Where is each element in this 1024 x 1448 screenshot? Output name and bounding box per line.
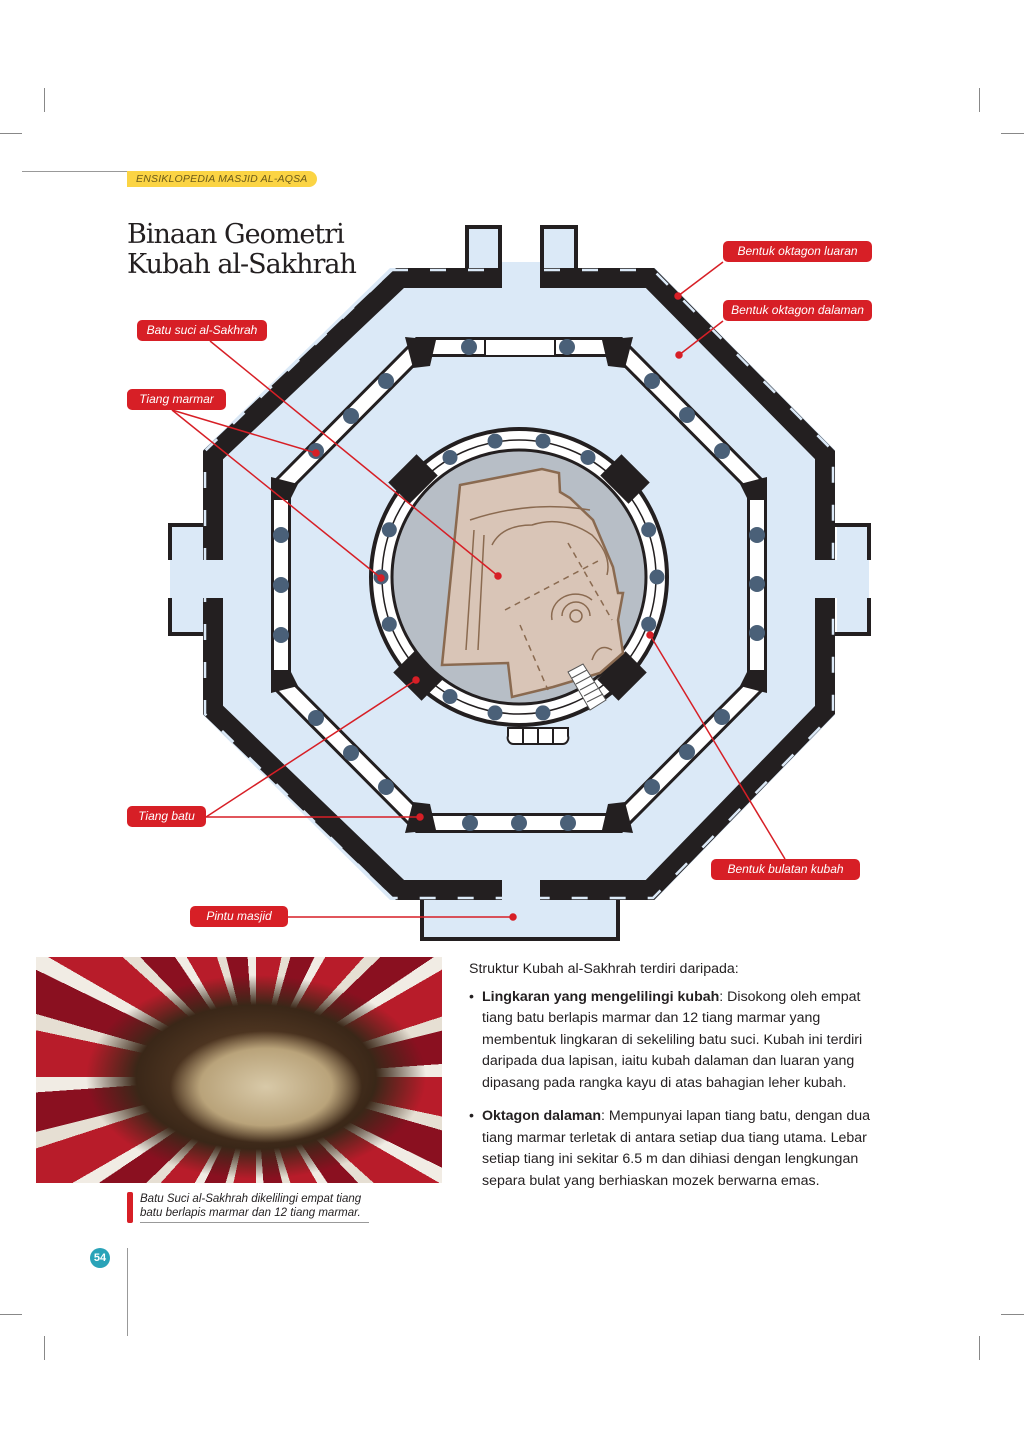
column-mark bbox=[679, 407, 695, 423]
column-mark bbox=[714, 443, 730, 459]
column-mark bbox=[381, 616, 397, 632]
column-mark bbox=[487, 705, 503, 721]
label-sacred-rock: Batu suci al-Sakhrah bbox=[137, 320, 267, 341]
column-mark bbox=[535, 705, 551, 721]
cave-stair bbox=[567, 663, 607, 711]
column-mark bbox=[511, 815, 527, 831]
stone-piers bbox=[271, 337, 767, 833]
title-line-2: Kubah al-Sakhrah bbox=[127, 249, 357, 280]
column-mark bbox=[580, 449, 596, 465]
column-mark bbox=[442, 449, 458, 465]
marble-columns bbox=[273, 339, 765, 831]
column-mark bbox=[273, 627, 289, 643]
label-stone-pier: Tiang batu bbox=[127, 806, 206, 827]
column-mark bbox=[679, 744, 695, 760]
column-mark bbox=[442, 689, 458, 705]
intro-text: Struktur Kubah al-Sakhrah terdiri daripa… bbox=[469, 961, 739, 977]
item-text: : Disokong oleh empat tiang batu berlapi… bbox=[482, 988, 863, 1091]
crop-mark bbox=[0, 1314, 22, 1315]
bullet-list: Lingkaran yang mengelilingi kubah: Disok… bbox=[469, 987, 879, 1193]
porches bbox=[168, 225, 871, 941]
interior-photo bbox=[36, 957, 442, 1183]
sacred-rock bbox=[440, 467, 625, 699]
page-title: Binaan Geometri Kubah al-Sakhrah bbox=[127, 219, 357, 280]
crop-mark bbox=[44, 1336, 45, 1360]
label-door: Pintu masjid bbox=[190, 906, 288, 927]
column-mark bbox=[749, 576, 765, 592]
column-mark bbox=[378, 373, 394, 389]
column-mark bbox=[641, 522, 657, 538]
column-mark bbox=[644, 779, 660, 795]
title-line-1: Binaan Geometri bbox=[127, 219, 345, 250]
column-mark bbox=[378, 779, 394, 795]
label-inner-octagon: Bentuk oktagon dalaman bbox=[723, 300, 872, 321]
column-mark bbox=[749, 625, 765, 641]
column-mark bbox=[381, 522, 397, 538]
column-mark bbox=[343, 745, 359, 761]
column-mark bbox=[644, 373, 660, 389]
column-mark bbox=[535, 433, 551, 449]
leader-lines bbox=[171, 261, 786, 921]
crop-mark bbox=[44, 88, 45, 112]
page-number: 54 bbox=[90, 1248, 110, 1268]
outer-octagon-wall bbox=[203, 268, 835, 900]
item-text: : Mempunyai lapan tiang batu, dengan dua… bbox=[482, 1108, 871, 1189]
column-mark bbox=[749, 527, 765, 543]
photo-caption: Batu Suci al-Sakhrah dikelilingi empat t… bbox=[140, 1192, 369, 1223]
column-mark bbox=[560, 815, 576, 831]
item-term: Lingkaran yang mengelilingi kubah bbox=[482, 988, 720, 1005]
column-mark bbox=[559, 339, 575, 355]
column-mark bbox=[487, 433, 503, 449]
column-mark bbox=[273, 577, 289, 593]
rock-contours bbox=[465, 505, 613, 691]
crop-mark bbox=[1001, 133, 1024, 134]
column-mark bbox=[308, 710, 324, 726]
series-tag: ENSIKLOPEDIA MASJID AL-AQSA bbox=[127, 171, 317, 187]
crop-mark bbox=[0, 133, 22, 134]
crop-mark bbox=[979, 1336, 980, 1360]
floor-plan-diagram bbox=[168, 225, 871, 941]
cave-steps bbox=[506, 727, 570, 745]
column-mark bbox=[649, 569, 665, 585]
label-marble-column: Tiang marmar bbox=[127, 389, 226, 410]
body-text: Struktur Kubah al-Sakhrah terdiri daripa… bbox=[469, 959, 879, 1204]
column-mark bbox=[714, 709, 730, 725]
ring-columns bbox=[373, 433, 665, 721]
arcade-gate bbox=[484, 338, 556, 357]
column-mark bbox=[343, 408, 359, 424]
list-item: Lingkaran yang mengelilingi kubah: Disok… bbox=[469, 987, 879, 1095]
item-term: Oktagon dalaman bbox=[482, 1108, 602, 1124]
crop-mark bbox=[1001, 1314, 1024, 1315]
header-rule bbox=[22, 171, 127, 172]
drum-piers bbox=[388, 454, 650, 701]
label-outer-octagon: Bentuk oktagon luaran bbox=[723, 241, 872, 262]
caption-accent bbox=[127, 1192, 133, 1223]
label-dome-circle: Bentuk bulatan kubah bbox=[711, 859, 860, 880]
column-mark bbox=[462, 815, 478, 831]
column-mark bbox=[273, 527, 289, 543]
footer-rule bbox=[127, 1248, 128, 1336]
column-mark bbox=[641, 616, 657, 632]
list-item: Oktagon dalaman: Mempunyai lapan tiang b… bbox=[469, 1106, 879, 1192]
column-mark bbox=[461, 339, 477, 355]
crop-mark bbox=[979, 88, 980, 112]
